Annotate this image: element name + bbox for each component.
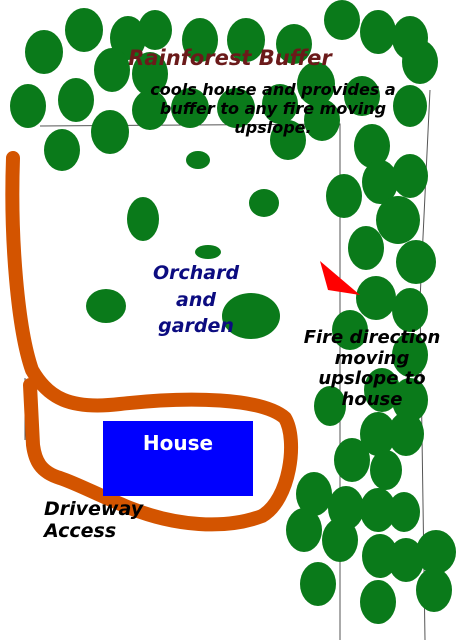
tree-icon	[332, 310, 368, 350]
tree-icon	[324, 0, 360, 40]
tree-icon	[348, 226, 384, 270]
tree-icon	[86, 289, 126, 323]
tree-icon	[132, 90, 168, 130]
tree-icon	[334, 438, 370, 482]
tree-icon	[25, 30, 63, 74]
tree-icon	[262, 84, 298, 124]
tree-icon	[186, 151, 210, 169]
tree-icon	[326, 174, 362, 218]
tree-icon	[222, 293, 280, 339]
tree-icon	[402, 40, 438, 84]
house-label: House	[142, 431, 214, 455]
tree-icon	[195, 245, 221, 259]
tree-icon	[138, 10, 172, 50]
tree-icon	[322, 518, 358, 562]
tree-icon	[376, 196, 420, 244]
tree-icon	[416, 530, 456, 574]
driveway-path	[5, 151, 298, 532]
tree-icon	[171, 88, 209, 128]
tree-icon	[127, 197, 159, 241]
tree-icon	[110, 16, 146, 60]
tree-icon	[44, 129, 80, 171]
tree-icon	[360, 10, 396, 54]
house-rect	[103, 421, 253, 496]
tree-icon	[392, 154, 428, 198]
tree-icon	[300, 562, 336, 606]
tree-icon	[416, 568, 452, 612]
tree-icon	[362, 160, 398, 204]
tree-icon	[286, 508, 322, 552]
tree-icon	[297, 62, 335, 106]
orchard-garden-label: Orchard and garden	[152, 262, 240, 338]
tree-icon	[393, 85, 427, 127]
tree-group	[10, 0, 456, 624]
driveway-access-label: Driveway Access	[44, 498, 144, 543]
tree-icon	[364, 368, 400, 412]
tree-icon	[360, 580, 396, 624]
tree-icon	[10, 84, 46, 128]
tree-icon	[314, 386, 346, 426]
rainforest-buffer-description: cools house and provides a buffer to any…	[150, 80, 396, 138]
tree-icon	[392, 378, 428, 422]
tree-icon	[270, 120, 306, 160]
tree-icon	[276, 24, 312, 64]
tree-icon	[65, 8, 103, 52]
tree-icon	[91, 110, 129, 154]
tree-icon	[392, 333, 428, 377]
tree-icon	[58, 78, 94, 122]
tree-icon	[354, 124, 390, 168]
tree-icon	[249, 189, 279, 217]
tree-icon	[356, 276, 396, 320]
tree-icon	[296, 472, 332, 516]
tree-icon	[182, 18, 218, 62]
tree-icon	[396, 240, 436, 284]
fire-arrow-icon	[320, 261, 360, 295]
tree-icon	[360, 412, 396, 456]
tree-icon	[304, 99, 340, 141]
tree-icon	[344, 76, 380, 116]
tree-icon	[217, 88, 255, 128]
tree-icon	[360, 488, 396, 532]
tree-icon	[388, 412, 424, 456]
tree-icon	[388, 492, 420, 532]
tree-icon	[132, 52, 168, 96]
rainforest-buffer-title: Rainforest Buffer	[128, 46, 332, 70]
tree-icon	[388, 538, 424, 582]
tree-icon	[370, 450, 402, 490]
tree-icon	[392, 288, 428, 332]
tree-icon	[227, 18, 265, 62]
tree-icon	[94, 48, 130, 92]
fire-direction-label: Fire direction moving upslope to house	[303, 327, 441, 411]
